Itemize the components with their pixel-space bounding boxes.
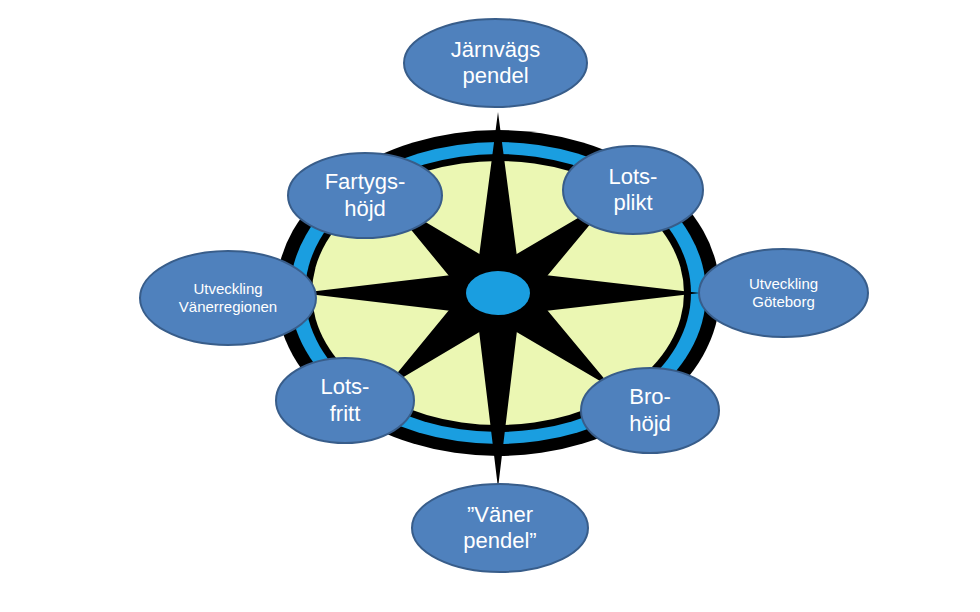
node-label: Utveckling Göteborg	[729, 275, 839, 311]
node-label: Lots- plikt	[588, 164, 678, 217]
ellipse-node: Fartygs- höjd	[287, 152, 443, 239]
ellipse-node: Lots- fritt	[275, 357, 415, 444]
ellipse-node: ”Väner pendel”	[411, 483, 589, 573]
node-label: Lots- fritt	[305, 374, 385, 427]
node-label: ”Väner pendel”	[443, 502, 558, 555]
ellipse-node: Järnvägs pendel	[403, 18, 588, 108]
ellipse-node: Utveckling Göteborg	[698, 248, 869, 338]
node-label: Järnvägs pendel	[436, 37, 556, 90]
ellipse-shape	[412, 484, 588, 572]
node-label: Utveckling Vänerregionen	[171, 280, 286, 316]
ellipse-shape	[140, 251, 316, 345]
ellipse-shape	[288, 153, 442, 238]
ellipse-shape	[581, 368, 719, 453]
ellipse-shape	[699, 249, 868, 337]
ellipse-shape	[276, 358, 414, 443]
node-label: Bro- höjd	[610, 384, 690, 437]
ellipse-shape	[563, 146, 703, 234]
compass-center	[466, 271, 530, 315]
ellipse-node: Utveckling Vänerregionen	[139, 250, 317, 346]
ellipse-shape	[404, 19, 587, 107]
node-label: Fartygs- höjd	[315, 169, 415, 222]
ellipse-node: Bro- höjd	[580, 367, 720, 454]
ellipse-node: Lots- plikt	[562, 145, 704, 235]
